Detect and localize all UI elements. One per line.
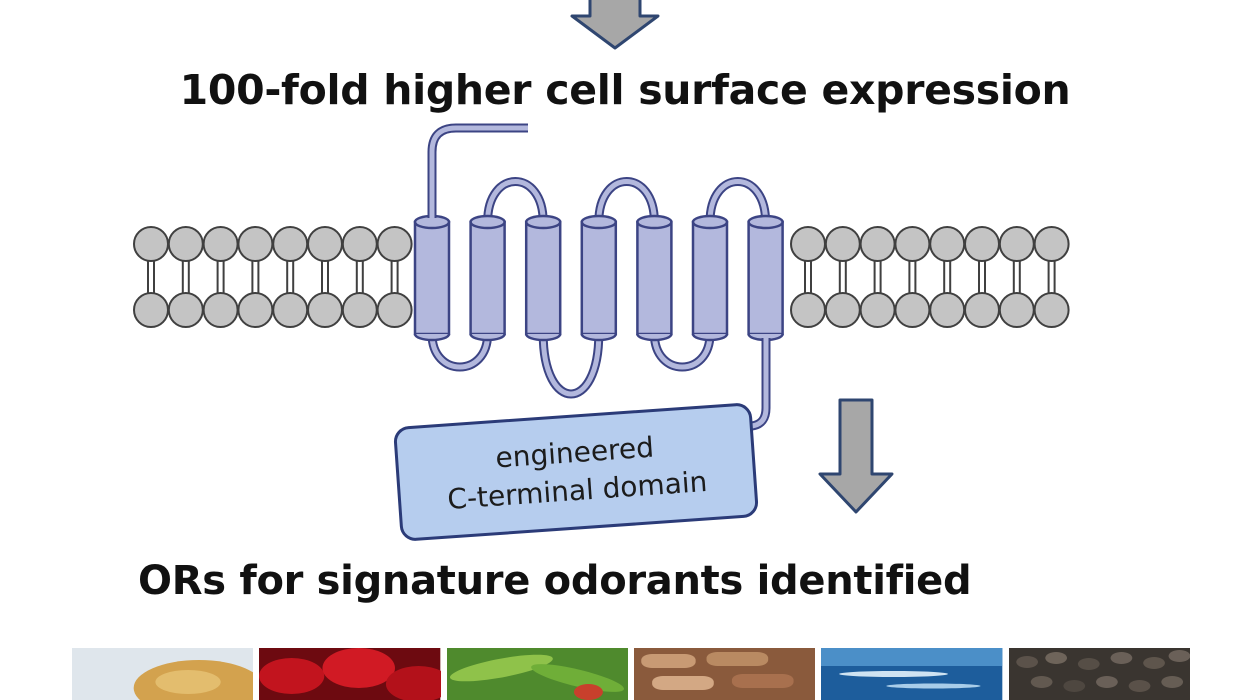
green-plant-photo — [446, 648, 628, 700]
loop — [540, 331, 602, 397]
lipid-head — [790, 292, 826, 328]
lipid-head — [824, 292, 861, 328]
helix-5 — [636, 214, 673, 342]
loop — [429, 331, 491, 370]
helix-body — [469, 220, 506, 336]
lipid-head — [272, 292, 309, 328]
lipid-head — [998, 226, 1035, 262]
lipid-head — [790, 226, 826, 262]
helix-top-cap — [636, 214, 673, 230]
fish-water-photo — [821, 648, 1003, 700]
c-terminal-tail — [751, 338, 771, 431]
n-terminal-tail — [427, 123, 528, 218]
lipid-head — [376, 292, 413, 328]
roses-photo — [259, 648, 441, 700]
helix-top-cap — [469, 214, 506, 230]
helix-bottom-cap — [524, 333, 562, 342]
helix-4 — [580, 214, 618, 342]
helix-1 — [413, 214, 451, 342]
lipid-head — [929, 292, 966, 328]
lipid-head — [929, 226, 966, 262]
right-down-arrow — [818, 398, 894, 514]
loop — [596, 179, 657, 225]
heading-top: 100-fold higher cell surface expression — [179, 66, 1071, 114]
lipid-head — [167, 226, 204, 262]
loop — [485, 179, 546, 225]
helix-bottom-cap — [413, 333, 451, 342]
lipid-head — [167, 292, 204, 328]
helix-7 — [747, 214, 784, 342]
loop-outline — [538, 329, 604, 399]
lipid-head — [824, 226, 861, 262]
helix-3 — [524, 214, 562, 342]
lipid-head — [1033, 292, 1070, 328]
odorant-photo-strip — [72, 648, 1190, 700]
lipid-head — [307, 226, 343, 262]
loop — [707, 179, 769, 225]
helix-top-cap — [691, 214, 729, 230]
lipid-head — [894, 292, 931, 328]
helix-body — [691, 220, 729, 336]
helix-body — [747, 220, 784, 336]
lipid-head — [202, 292, 239, 328]
lipid-head — [894, 226, 931, 262]
lipid-head — [272, 226, 309, 262]
lipid-head — [998, 292, 1035, 328]
helix-6 — [691, 214, 729, 342]
fruit-photo — [72, 648, 254, 700]
lipid-head — [859, 292, 896, 328]
helix-top-cap — [580, 214, 618, 230]
helix-2 — [469, 214, 506, 342]
lipid-head — [1033, 226, 1070, 262]
lipid-bilayer — [133, 226, 1070, 328]
helix-top-cap — [524, 214, 562, 230]
helix-bottom-cap — [636, 333, 673, 342]
helix-body — [413, 220, 451, 336]
heading-bottom: ORs for signature odorants identified — [138, 558, 972, 604]
lipid-head — [202, 226, 239, 262]
lipid-head — [964, 292, 1000, 328]
lipid-head — [964, 226, 1000, 262]
helix-body — [524, 220, 562, 336]
helix-bottom-cap — [469, 333, 506, 342]
helix-body — [636, 220, 673, 336]
loop — [651, 331, 713, 370]
helix-top-cap — [747, 214, 784, 230]
wine-corks-photo — [633, 648, 816, 700]
lipid-head — [859, 226, 896, 262]
lipid-head — [133, 292, 169, 328]
c-terminal-domain-box: engineered C-terminal domain — [393, 403, 759, 541]
lipid-head — [341, 292, 378, 328]
peppercorns-photo — [1008, 648, 1190, 700]
lipid-head — [237, 226, 274, 262]
lipid-head — [341, 226, 378, 262]
lipid-head — [307, 292, 343, 328]
lipid-head — [376, 226, 413, 262]
helix-bottom-cap — [691, 333, 729, 342]
transmembrane-helices — [413, 214, 784, 342]
helix-loops — [427, 177, 771, 399]
lipid-head — [133, 226, 169, 262]
helix-bottom-cap — [580, 333, 618, 342]
helix-body — [580, 220, 618, 336]
top-down-arrow — [570, 0, 660, 50]
lipid-head — [237, 292, 274, 328]
